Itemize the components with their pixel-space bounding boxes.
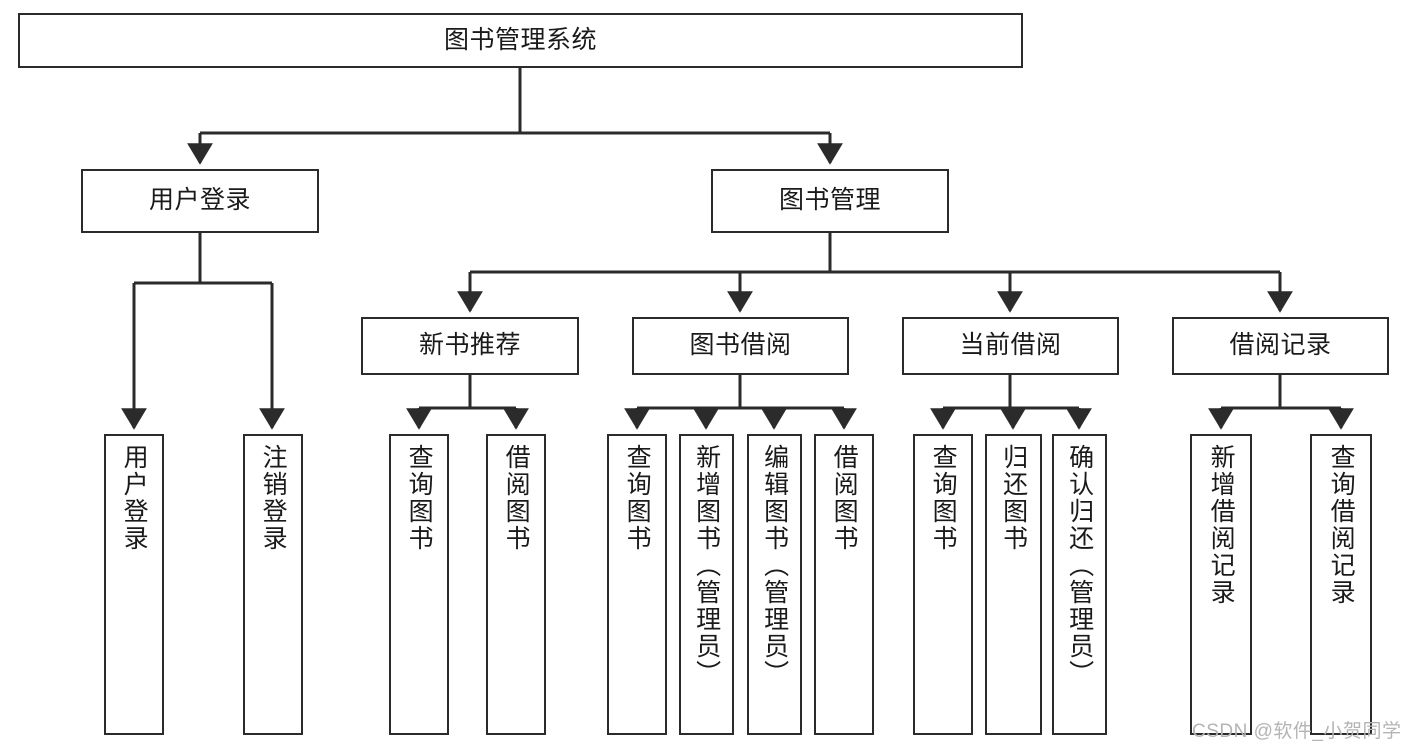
node-book-manage-label: 图书管理 — [778, 186, 881, 215]
node-new-book-recommend-label: 新书推荐 — [418, 331, 521, 360]
node-leaf-borrow-book-1[interactable]: 借阅图书 — [486, 434, 546, 735]
node-leaf-query-book-1[interactable]: 查询图书 — [389, 434, 449, 735]
node-leaf-edit-book-label: 编辑图书（管理员） — [760, 444, 789, 687]
node-book-borrow-label: 图书借阅 — [689, 331, 792, 360]
node-leaf-borrow-book-1-label: 借阅图书 — [502, 444, 531, 552]
node-current-borrow[interactable]: 当前借阅 — [902, 317, 1119, 375]
node-leaf-add-book-label: 新增图书（管理员） — [692, 444, 721, 687]
node-leaf-user-login-label: 用户登录 — [120, 444, 149, 552]
node-new-book-recommend[interactable]: 新书推荐 — [361, 317, 579, 375]
node-book-manage[interactable]: 图书管理 — [711, 169, 949, 233]
node-leaf-confirm-return-label: 确认归还（管理员） — [1065, 444, 1094, 687]
csdn-watermark: CSDN @软件_小贺同学 — [1192, 721, 1402, 742]
node-book-borrow[interactable]: 图书借阅 — [632, 317, 849, 375]
node-root[interactable]: 图书管理系统 — [18, 13, 1023, 68]
node-leaf-user-logout-label: 注销登录 — [259, 444, 288, 552]
node-current-borrow-label: 当前借阅 — [959, 331, 1062, 360]
node-user-login-label: 用户登录 — [148, 186, 251, 215]
node-leaf-add-record[interactable]: 新增借阅记录 — [1190, 434, 1252, 735]
node-leaf-query-book-2-label: 查询图书 — [623, 444, 652, 552]
node-leaf-query-book-3[interactable]: 查询图书 — [913, 434, 973, 735]
node-borrow-record[interactable]: 借阅记录 — [1172, 317, 1389, 375]
node-leaf-query-book-3-label: 查询图书 — [929, 444, 958, 552]
node-leaf-user-logout[interactable]: 注销登录 — [243, 434, 303, 735]
node-leaf-query-book-1-label: 查询图书 — [405, 444, 434, 552]
node-leaf-confirm-return[interactable]: 确认归还（管理员） — [1052, 434, 1107, 735]
node-user-login[interactable]: 用户登录 — [81, 169, 319, 233]
node-root-label: 图书管理系统 — [443, 25, 597, 54]
node-leaf-add-book[interactable]: 新增图书（管理员） — [679, 434, 734, 735]
node-leaf-edit-book[interactable]: 编辑图书（管理员） — [747, 434, 802, 735]
node-leaf-query-record[interactable]: 查询借阅记录 — [1310, 434, 1372, 735]
node-leaf-query-record-label: 查询借阅记录 — [1327, 444, 1356, 606]
node-leaf-borrow-book-2[interactable]: 借阅图书 — [814, 434, 874, 735]
node-leaf-borrow-book-2-label: 借阅图书 — [830, 444, 859, 552]
node-leaf-return-book[interactable]: 归还图书 — [985, 434, 1042, 735]
node-leaf-add-record-label: 新增借阅记录 — [1207, 444, 1236, 606]
node-leaf-return-book-label: 归还图书 — [999, 444, 1028, 552]
node-borrow-record-label: 借阅记录 — [1229, 331, 1332, 360]
node-leaf-user-login[interactable]: 用户登录 — [104, 434, 164, 735]
node-leaf-query-book-2[interactable]: 查询图书 — [607, 434, 667, 735]
